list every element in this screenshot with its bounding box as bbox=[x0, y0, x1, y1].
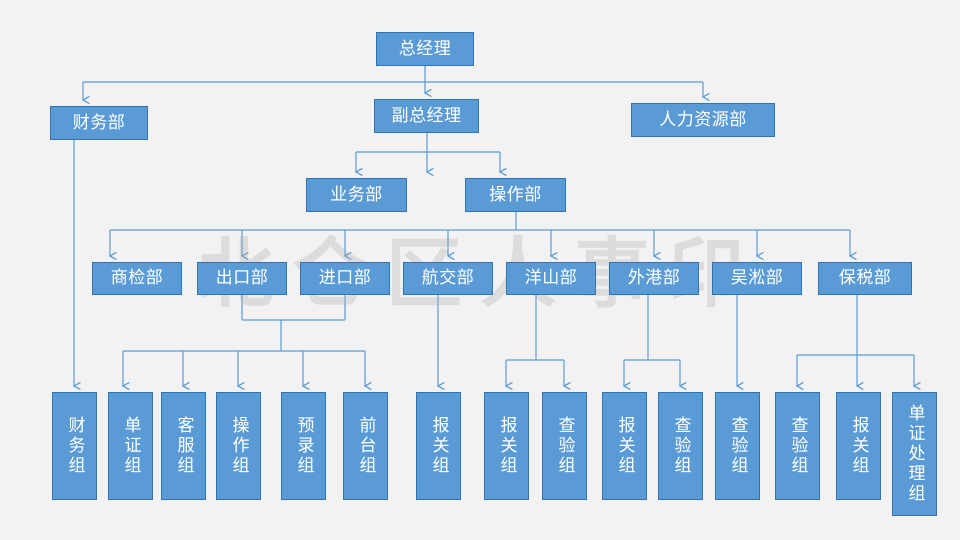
node-general-manager[interactable]: 总经理 bbox=[376, 32, 474, 66]
node-waigang-dept[interactable]: 外港部 bbox=[609, 262, 699, 295]
node-customs-group-4[interactable]: 报关组 bbox=[836, 392, 881, 500]
node-hr-dept[interactable]: 人力资源部 bbox=[631, 103, 775, 137]
node-doc-process-group[interactable]: 单证处理组 bbox=[892, 392, 937, 516]
node-aviation-dept[interactable]: 航交部 bbox=[403, 262, 493, 295]
node-yangshan-dept[interactable]: 洋山部 bbox=[506, 262, 596, 295]
node-customs-group-3[interactable]: 报关组 bbox=[602, 392, 647, 500]
node-check-group-4[interactable]: 查验组 bbox=[775, 392, 820, 500]
node-export-dept[interactable]: 出口部 bbox=[197, 262, 287, 295]
node-operation-dept[interactable]: 操作部 bbox=[465, 178, 566, 212]
node-finance-dept[interactable]: 财务部 bbox=[50, 106, 148, 140]
node-front-desk-group[interactable]: 前台组 bbox=[343, 392, 388, 500]
node-bonded-dept[interactable]: 保税部 bbox=[818, 262, 912, 295]
node-check-group-1[interactable]: 查验组 bbox=[542, 392, 587, 500]
node-inspection-dept[interactable]: 商检部 bbox=[92, 262, 182, 295]
node-document-group[interactable]: 单证组 bbox=[108, 392, 153, 500]
node-check-group-3[interactable]: 查验组 bbox=[715, 392, 760, 500]
node-business-dept[interactable]: 业务部 bbox=[306, 178, 407, 212]
node-customs-group-1[interactable]: 报关组 bbox=[416, 392, 461, 500]
node-deputy-manager[interactable]: 副总经理 bbox=[374, 99, 479, 133]
node-customs-group-2[interactable]: 报关组 bbox=[484, 392, 529, 500]
node-check-group-2[interactable]: 查验组 bbox=[658, 392, 703, 500]
node-wusong-dept[interactable]: 吴淞部 bbox=[712, 262, 802, 295]
node-operation-group[interactable]: 操作组 bbox=[216, 392, 261, 500]
node-finance-group[interactable]: 财务组 bbox=[52, 392, 97, 500]
node-service-group[interactable]: 客服组 bbox=[161, 392, 206, 500]
node-import-dept[interactable]: 进口部 bbox=[300, 262, 390, 295]
node-prerecord-group[interactable]: 预录组 bbox=[281, 392, 326, 500]
